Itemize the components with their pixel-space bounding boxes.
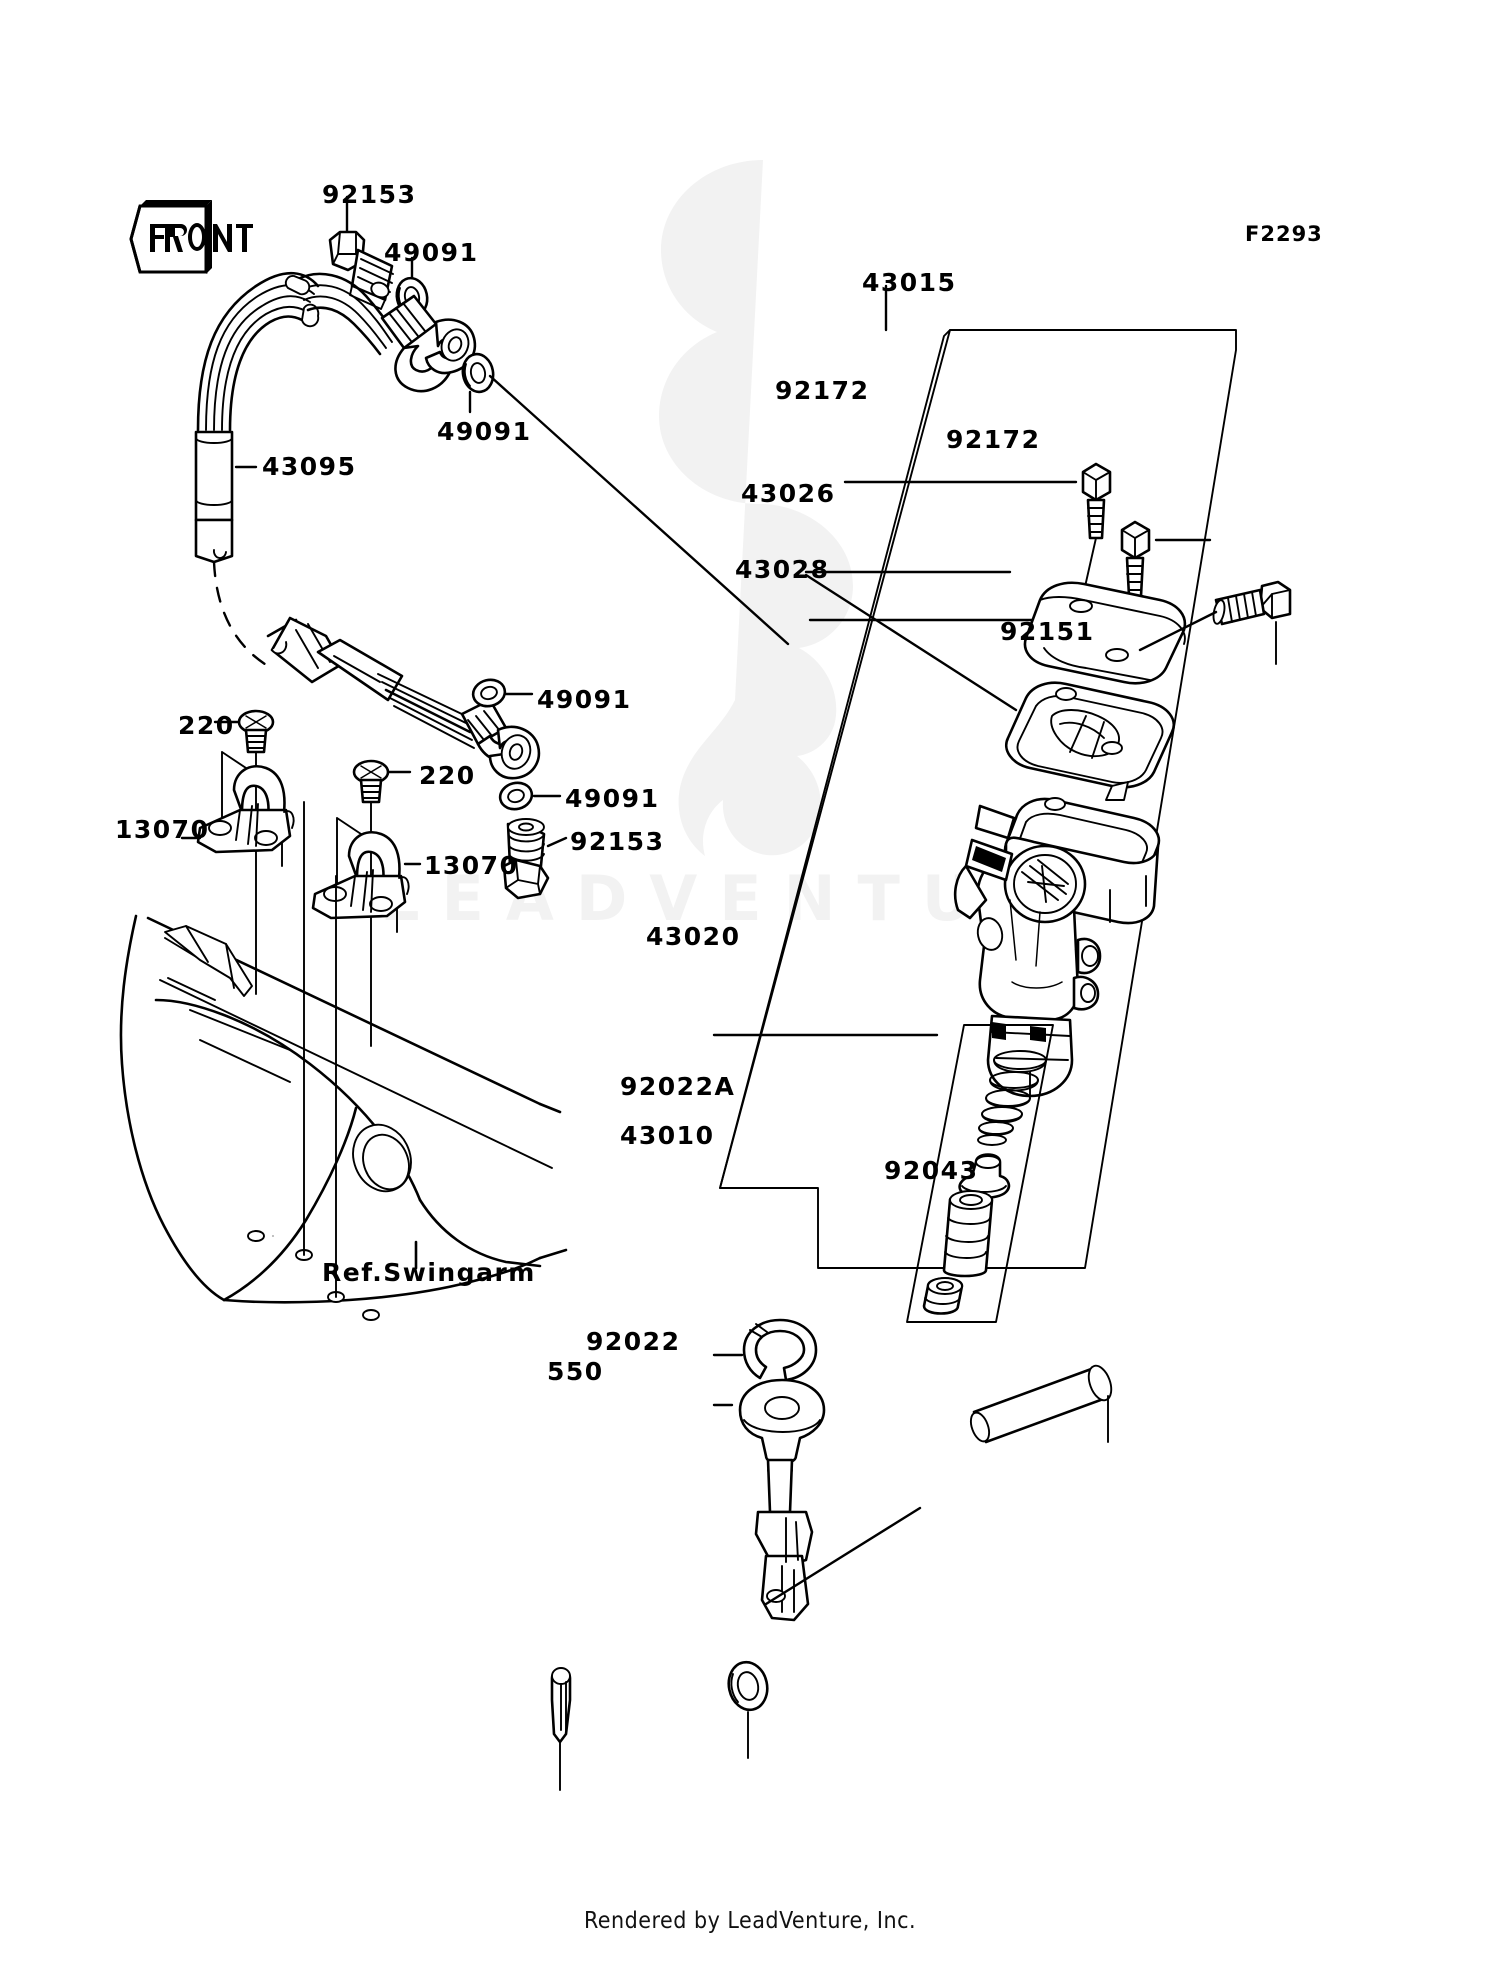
part-92043-clevis-pin bbox=[969, 1364, 1113, 1444]
part-92153-banjo-bolt-bottom bbox=[502, 818, 568, 900]
repair-kit-primary-cup bbox=[958, 1153, 1011, 1200]
part-label-43015: 43015 bbox=[862, 268, 957, 297]
part-label-220-a: 220 bbox=[178, 711, 235, 740]
part-92022-washer bbox=[727, 1660, 769, 1759]
part-label-92153-top: 92153 bbox=[322, 180, 417, 209]
part-label-92151: 92151 bbox=[1000, 617, 1095, 646]
front-arrow-badge bbox=[129, 200, 253, 274]
part-label-49091-a: 49091 bbox=[384, 238, 479, 267]
part-label-43028: 43028 bbox=[735, 555, 830, 584]
part-label-92172-b: 92172 bbox=[946, 425, 1041, 454]
part-label-550: 550 bbox=[547, 1357, 604, 1386]
part-43095-brake-hose bbox=[194, 271, 477, 668]
part-13070-hose-guide-a bbox=[180, 751, 295, 867]
part-label-13070-a: 13070 bbox=[115, 815, 210, 844]
part-label-92022: 92022 bbox=[586, 1327, 681, 1356]
ref-swingarm-artwork bbox=[119, 801, 568, 1321]
part-label-92043: 92043 bbox=[884, 1156, 979, 1185]
part-label-220-b: 220 bbox=[419, 761, 476, 790]
part-label-49091-c: 49091 bbox=[537, 685, 632, 714]
part-label-49091-b: 49091 bbox=[437, 417, 532, 446]
part-label-92153-bottom: 92153 bbox=[570, 827, 665, 856]
part-43020-repair-kit bbox=[712, 1024, 1054, 1323]
render-credit-footer: Rendered by LeadVenture, Inc. bbox=[583, 1908, 917, 1934]
diagram-code: F2293 bbox=[1245, 222, 1323, 246]
part-92153-banjo-bolt-top bbox=[328, 195, 394, 310]
part-92151-bolt bbox=[1138, 580, 1292, 665]
part-label-13070-b: 13070 bbox=[424, 851, 519, 880]
part-43010-push-rod bbox=[712, 1378, 922, 1622]
part-label-43095: 43095 bbox=[262, 452, 357, 481]
part-550-cotter-pin bbox=[550, 1667, 572, 1791]
part-92022A-circlip bbox=[712, 1318, 818, 1382]
ref-swingarm-label: Ref.Swingarm bbox=[322, 1258, 536, 1287]
part-label-92022A: 92022A bbox=[620, 1072, 736, 1101]
repair-kit-piston bbox=[942, 1190, 994, 1278]
repair-kit-spring bbox=[977, 1050, 1047, 1146]
part-43028-diaphragm bbox=[804, 570, 1175, 801]
part-label-49091-d: 49091 bbox=[565, 784, 660, 813]
part-220-screw-b bbox=[352, 759, 412, 1047]
part-220-screw-a bbox=[213, 709, 275, 995]
part-49091-washer-b bbox=[461, 352, 790, 646]
part-43026-reservoir-cap bbox=[808, 581, 1187, 685]
part-49091-washer-c bbox=[471, 678, 534, 708]
part-label-43010: 43010 bbox=[620, 1121, 715, 1150]
part-43095-brake-hose-lower bbox=[266, 616, 541, 780]
part-13070-hose-guide-b bbox=[311, 817, 422, 933]
part-label-43020: 43020 bbox=[646, 922, 741, 951]
part-label-43026: 43026 bbox=[741, 479, 836, 508]
part-49091-washer-d bbox=[498, 781, 562, 811]
repair-kit-secondary-cup bbox=[922, 1277, 964, 1315]
part-label-92172-a: 92172 bbox=[775, 376, 870, 405]
part-43015-master-cylinder-body bbox=[953, 797, 1161, 1098]
